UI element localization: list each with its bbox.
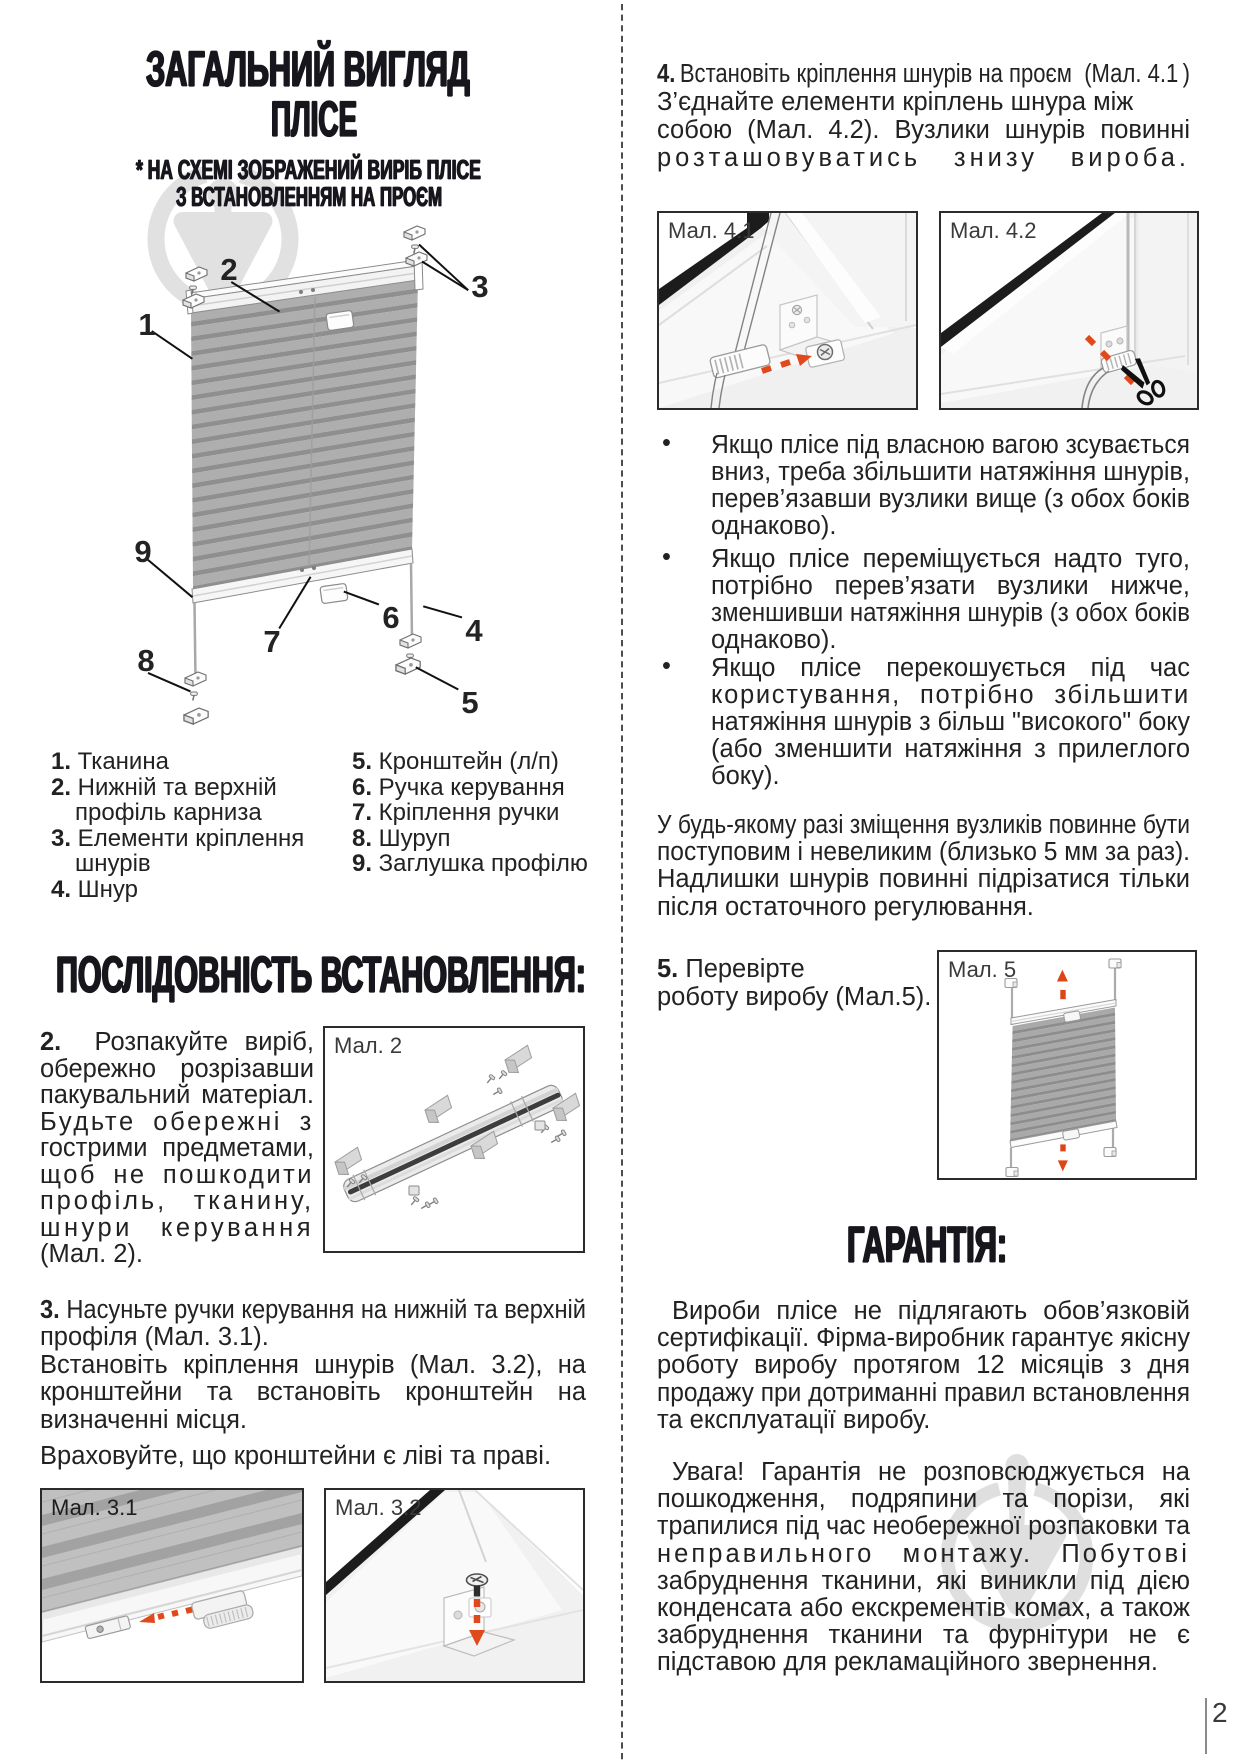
svg-text:6: 6: [382, 600, 399, 635]
svg-text:2: 2: [220, 252, 237, 287]
svg-text:3: 3: [471, 269, 488, 304]
svg-text:5: 5: [461, 685, 478, 720]
svg-text:9: 9: [134, 534, 151, 569]
svg-text:4: 4: [465, 613, 483, 648]
svg-text:1: 1: [138, 307, 155, 342]
svg-text:8: 8: [137, 643, 154, 678]
svg-text:7: 7: [263, 624, 280, 659]
